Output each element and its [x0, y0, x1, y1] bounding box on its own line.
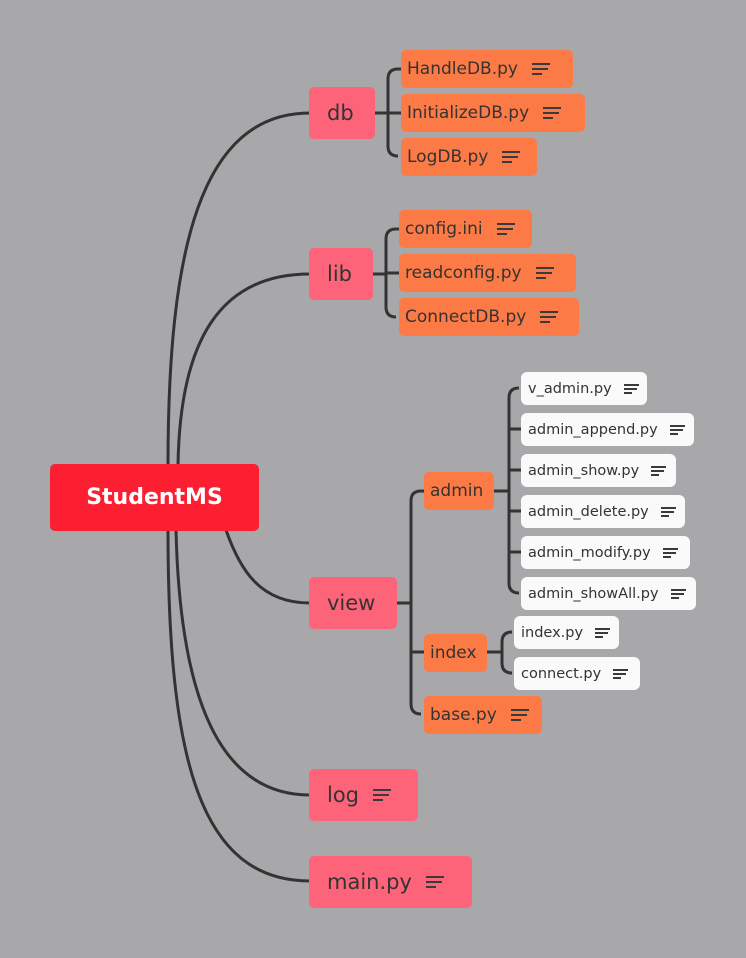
notes-icon[interactable] [510, 709, 529, 721]
notes-icon[interactable] [540, 311, 559, 323]
node-readconfig[interactable]: readconfig.py [399, 254, 576, 292]
notes-icon[interactable] [623, 383, 639, 394]
node-label: lib [327, 262, 352, 286]
node-v-admin[interactable]: v_admin.py [521, 372, 647, 405]
notes-icon[interactable] [496, 223, 515, 235]
notes-icon[interactable] [662, 547, 678, 558]
notes-icon[interactable] [669, 424, 685, 435]
connector-index-children [487, 630, 513, 675]
node-label: admin_append.py [528, 421, 658, 438]
node-label: LogDB.py [407, 147, 489, 167]
notes-icon[interactable] [425, 876, 444, 888]
node-label: InitializeDB.py [407, 103, 530, 123]
node-base-py[interactable]: base.py [424, 696, 542, 734]
node-label: view [327, 591, 376, 615]
node-label: admin_showAll.py [528, 585, 659, 602]
notes-icon[interactable] [660, 506, 676, 517]
connector-lib-children [373, 227, 400, 319]
node-admin[interactable]: admin [424, 472, 494, 510]
notes-icon[interactable] [373, 789, 392, 801]
connector-root-lib [176, 272, 311, 466]
notes-icon[interactable] [502, 151, 521, 163]
connector-root-log [174, 529, 311, 797]
node-main-py[interactable]: main.py [309, 856, 472, 908]
node-admin-modify[interactable]: admin_modify.py [521, 536, 690, 569]
node-config-ini[interactable]: config.ini [399, 210, 532, 248]
node-admin-append[interactable]: admin_append.py [521, 413, 694, 446]
connector-view-children [397, 489, 425, 716]
node-label: index.py [521, 624, 584, 641]
notes-icon[interactable] [531, 63, 550, 75]
node-label: base.py [430, 705, 497, 725]
node-index[interactable]: index [424, 634, 487, 672]
notes-icon[interactable] [651, 465, 667, 476]
connector-root-view [224, 529, 311, 605]
node-label: connect.py [521, 665, 602, 682]
node-label: HandleDB.py [407, 59, 518, 79]
node-logdb[interactable]: LogDB.py [401, 138, 537, 176]
root-node[interactable]: StudentMS [50, 464, 259, 531]
node-handledb[interactable]: HandleDB.py [401, 50, 573, 88]
node-log[interactable]: log [309, 769, 418, 821]
connector-root-db [166, 111, 311, 466]
notes-icon[interactable] [595, 627, 611, 638]
node-admin-showall[interactable]: admin_showAll.py [521, 577, 696, 610]
node-label: db [327, 101, 354, 125]
node-initializedb[interactable]: InitializeDB.py [401, 94, 585, 132]
node-label: admin_show.py [528, 462, 640, 479]
node-db[interactable]: db [309, 87, 375, 139]
notes-icon[interactable] [535, 267, 554, 279]
node-lib[interactable]: lib [309, 248, 373, 300]
node-view[interactable]: view [309, 577, 397, 629]
notes-icon[interactable] [670, 588, 686, 599]
node-admin-show[interactable]: admin_show.py [521, 454, 676, 487]
node-label: ConnectDB.py [405, 307, 527, 327]
node-label: v_admin.py [528, 380, 612, 397]
notes-icon[interactable] [543, 107, 562, 119]
root-label: StudentMS [86, 485, 223, 510]
notes-icon[interactable] [613, 668, 629, 679]
node-label: main.py [327, 870, 412, 894]
connector-admin-children [494, 386, 521, 595]
connector-db-children [375, 67, 402, 158]
connector-root-main [166, 529, 311, 883]
node-label: admin [430, 481, 484, 501]
node-admin-delete[interactable]: admin_delete.py [521, 495, 685, 528]
node-label: index [430, 643, 477, 663]
node-label: readconfig.py [405, 263, 522, 283]
node-index-py[interactable]: index.py [514, 616, 619, 649]
node-label: admin_delete.py [528, 503, 649, 520]
node-label: admin_modify.py [528, 544, 651, 561]
node-connectdb[interactable]: ConnectDB.py [399, 298, 579, 336]
node-connect-py[interactable]: connect.py [514, 657, 640, 690]
node-label: log [327, 783, 360, 807]
node-label: config.ini [405, 219, 483, 239]
